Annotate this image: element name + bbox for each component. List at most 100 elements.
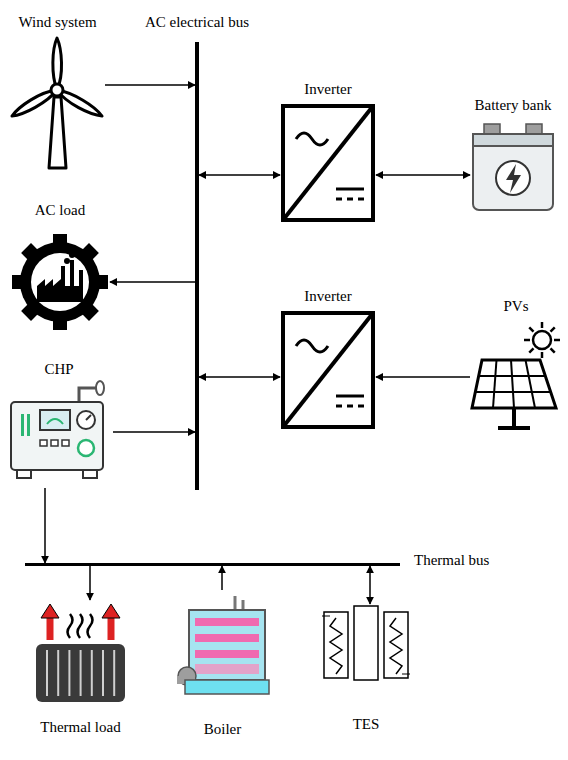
icon-part [68,614,93,638]
icon-part [529,348,533,352]
icon-part [17,470,31,478]
icon-part [195,618,259,626]
icon-part [31,253,89,311]
icon-part [283,106,373,220]
icon-part [336,405,364,408]
battery-icon [470,118,556,213]
battery-bank: Battery bank [470,118,556,213]
icon-part [524,339,530,342]
icon-part [36,644,125,702]
icon-part [78,440,94,456]
icon-part [41,604,59,618]
component-label: Battery bank [474,97,551,114]
icon-part [75,249,80,254]
icon-part [47,650,114,696]
power-flow-arrow [110,281,195,283]
icon-part [496,161,530,195]
component-label: Inverter [304,81,351,98]
thermal-bus: Thermal bus [25,563,400,566]
component-label: Wind system [18,14,96,31]
icon-part [402,674,410,675]
icon-part [189,610,265,680]
power-flow-arrow [376,376,470,378]
component-label: AC electrical bus [145,14,249,31]
thermal-load: Thermal load [28,600,133,705]
icon-part [283,313,373,427]
icon-part [37,260,83,302]
icon-part [473,134,553,146]
icon-part [336,198,364,201]
wind-turbine-icon [10,35,105,170]
icon-part [550,348,554,352]
icon-part [524,322,560,358]
icon-part [498,426,530,430]
icon-part [195,634,259,642]
icon-part [296,133,328,145]
icon-part [79,388,97,402]
icon-part [91,650,93,696]
icon-part [390,618,402,674]
icon-part [40,410,70,430]
icon-part [68,650,70,696]
icon-part [12,234,108,330]
icon-part [322,616,330,617]
icon-part [77,411,95,429]
icon-part [526,124,542,134]
icon-part [57,650,59,696]
icon-part [47,616,54,640]
component-label: Thermal bus [414,552,489,569]
industrial-load-icon [10,222,110,340]
component-label: AC load [35,202,85,219]
thermal-storage: TES [322,604,410,686]
icon-part [47,419,63,424]
component-label: TES [353,716,380,733]
inverter-symbol [280,103,376,223]
ac-load: AC load [10,222,110,340]
icon-part [96,381,104,395]
icon-part [113,650,115,696]
icon-part [283,106,373,220]
icon-part [512,408,516,426]
icon-part [11,402,103,470]
icon-part [46,650,48,696]
component-label: CHP [44,361,73,378]
thermal-storage-icon [322,604,410,686]
icon-part [80,650,82,696]
icon-part [234,596,237,610]
icon-part [473,134,553,210]
inverter-box: Inverter [280,310,376,430]
icon-part [49,97,66,168]
icon-part [20,242,100,322]
icon-part [195,650,259,658]
power-flow-arrow [199,174,280,176]
power-flow-arrow [221,566,223,590]
inverter-box: Inverter [280,103,376,223]
icon-part [51,440,58,446]
icon-part [283,313,373,427]
boiler-icon [175,590,270,705]
icon-part [475,391,550,393]
icon-part [86,415,91,420]
icon-part [493,360,497,408]
component-label: Inverter [304,288,351,305]
icon-part [354,606,378,680]
wind-turbine: Wind system [10,35,105,170]
icon-part [40,440,47,446]
icon-part [554,339,560,342]
chp-unit: CHP [5,378,113,488]
power-flow-arrow [105,84,195,86]
icon-part [541,352,544,358]
icon-part [529,327,533,331]
power-flow-arrow [199,376,280,378]
radiator-icon [28,600,133,705]
icon-part [475,360,550,408]
icon-part [384,612,408,678]
icon-part [484,124,500,134]
icon-part [472,360,556,408]
icon-part [185,680,269,694]
icon-part [511,360,514,408]
icon-part [550,327,554,331]
icon-part [541,322,544,328]
icon-part [83,470,97,478]
icon-part [336,395,364,398]
